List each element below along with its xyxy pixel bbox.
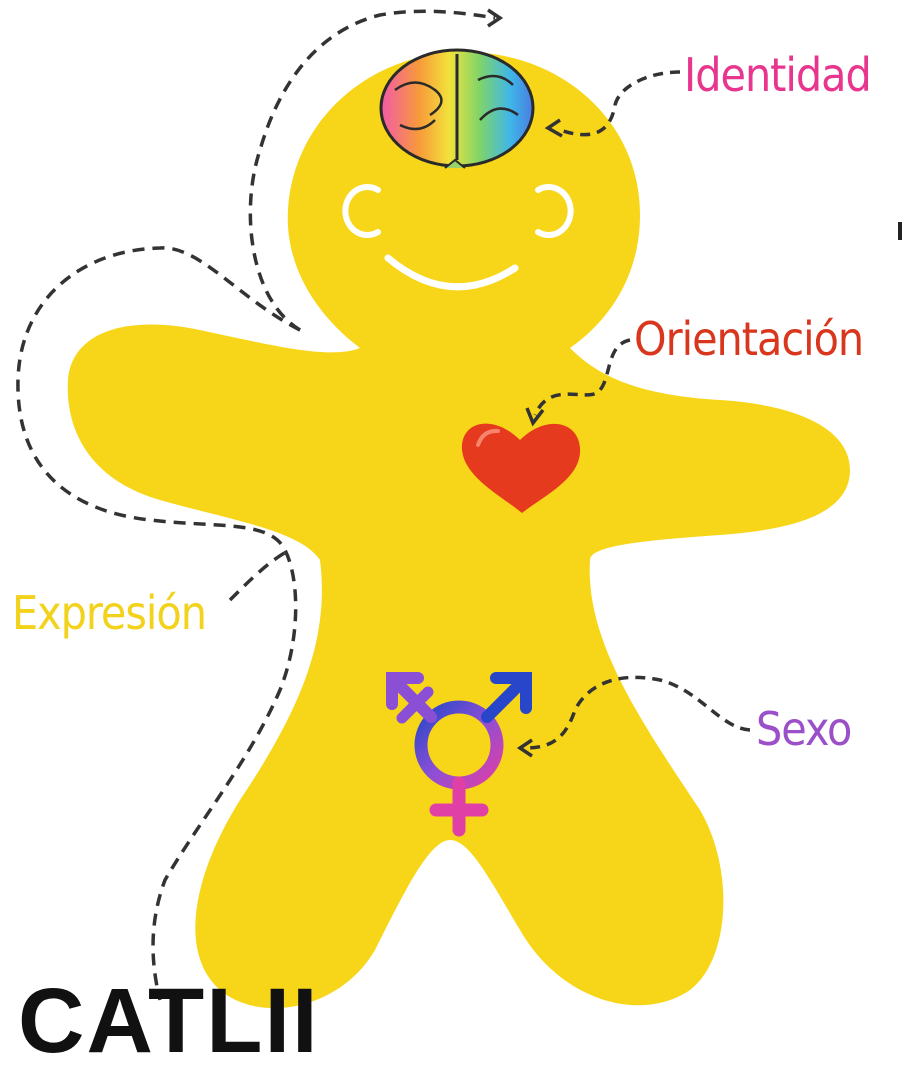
expresion-arrowhead [487,8,504,28]
orientacion-label: Orientación [634,312,864,366]
heart-icon [461,423,581,513]
genderbread-diagram [16,8,902,1009]
transgender-symbol-icon [386,672,532,837]
orientacion-arrow [533,338,631,416]
expresion-dashed-outline [16,9,496,1001]
brain-icon [379,48,535,169]
gingerbread-body [67,52,850,1009]
expresion-label: Expresión [12,586,207,640]
right-eye [535,184,574,238]
bottom-caption: CATLII [18,970,320,1072]
sexo-label: Sexo [756,702,852,756]
identidad-label: Identidad [684,48,872,102]
left-eye [342,184,381,238]
identidad-arrow [559,70,681,137]
edge-mark [898,222,902,240]
sexo-arrow [524,675,751,750]
smile [384,254,519,291]
